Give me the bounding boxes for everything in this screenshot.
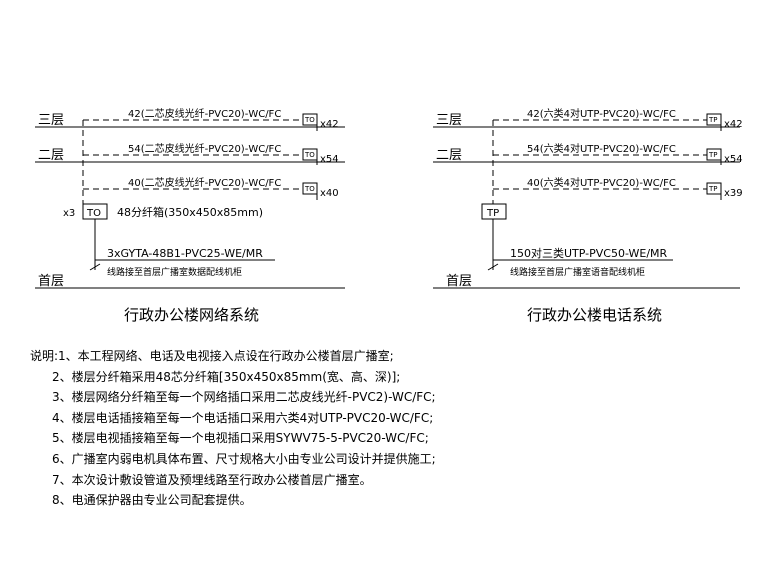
phone-cable3-label: 42(六类4对UTP-PVC20)-WC/FC	[527, 107, 676, 120]
note-row: 说明:1、本工程网络、电话及电视接入点设在行政办公楼首层广播室;	[30, 346, 436, 367]
network-floor1-label: 首层	[38, 274, 64, 289]
network-box-desc: 48分纤箱(350x450x85mm)	[117, 205, 263, 219]
phone-floor1-label: 首层	[446, 274, 472, 289]
note-row: 7、本次设计敷设管道及预埋线路至行政办公楼首层广播室。	[30, 470, 436, 491]
network-count3: x42	[320, 119, 339, 130]
network-count2: x54	[320, 154, 339, 165]
network-outlet3-code: TO	[304, 116, 315, 124]
network-box-code: TO	[86, 208, 101, 219]
note-item: 1、本工程网络、电话及电视接入点设在行政办公楼首层广播室;	[58, 349, 394, 363]
design-notes: 说明:1、本工程网络、电话及电视接入点设在行政办公楼首层广播室; 2、楼层分纤箱…	[30, 346, 436, 511]
network-text: 三层 二层 首层 42(二芯皮线光纤-PVC20)-WC/FC 54(二芯皮线光…	[38, 107, 339, 324]
phone-text: 三层 二层 首层 42(六类4对UTP-PVC20)-WC/FC 54(六类4对…	[436, 107, 743, 324]
network-floor3-label: 三层	[38, 113, 64, 128]
phone-floor3-label: 三层	[436, 113, 462, 128]
network-title: 行政办公楼网络系统	[124, 306, 259, 324]
phone-box-code: TP	[486, 208, 499, 219]
network-diagram	[35, 113, 345, 289]
network-floor2-label: 二层	[38, 148, 64, 163]
network-count1: x40	[320, 188, 339, 199]
phone-count2: x54	[724, 154, 743, 165]
note-item: 5、楼层电视插接箱至每一个电视插口采用SYWV75-5-PVC20-WC/FC;	[52, 431, 429, 446]
phone-cable1-label: 40(六类4对UTP-PVC20)-WC/FC	[527, 176, 676, 189]
network-outlet2-code: TO	[304, 151, 315, 159]
distribution-box	[481, 203, 507, 220]
note-item: 6、广播室内弱电机具体布置、尺寸规格大小由专业公司设计并提供施工;	[52, 451, 436, 466]
phone-floor2-label: 二层	[436, 148, 462, 163]
network-cable1-label: 40(二芯皮线光纤-PVC20)-WC/FC	[128, 176, 281, 189]
phone-count1: x39	[724, 188, 743, 199]
network-cable3-label: 42(二芯皮线光纤-PVC20)-WC/FC	[128, 107, 281, 120]
note-item: 7、本次设计敷设管道及预埋线路至行政办公楼首层广播室。	[52, 472, 372, 487]
notes-prefix: 说明:	[30, 349, 59, 363]
phone-outlet3-code: TP	[708, 116, 718, 124]
phone-title: 行政办公楼电话系统	[527, 306, 662, 324]
trunk-arrow	[89, 263, 101, 271]
network-trunk-cable: 3xGYTA-48B1-PVC25-WE/MR	[107, 247, 263, 260]
note-item: 4、楼层电话插接箱至每一个电话插口采用六类4对UTP-PVC20-WC/FC;	[52, 410, 434, 425]
phone-cable2-label: 54(六类4对UTP-PVC20)-WC/FC	[527, 142, 676, 155]
note-row: 3、楼层网络分纤箱至每一个网络插口采用二芯皮线光纤-PVC2)-WC/FC;	[30, 387, 436, 408]
network-trunk-note: 线路接至首层广播室数据配线机柜	[107, 266, 242, 278]
note-item: 8、电通保护器由专业公司配套提供。	[52, 493, 252, 508]
network-box-multiplier: x3	[63, 208, 75, 219]
note-row: 5、楼层电视插接箱至每一个电视插口采用SYWV75-5-PVC20-WC/FC;	[30, 428, 436, 449]
note-item: 3、楼层网络分纤箱至每一个网络插口采用二芯皮线光纤-PVC2)-WC/FC;	[52, 390, 436, 405]
network-cable2-label: 54(二芯皮线光纤-PVC20)-WC/FC	[128, 142, 281, 155]
phone-outlet2-code: TP	[708, 151, 718, 159]
note-row: 2、楼层分纤箱采用48芯分纤箱[350x450x85mm(宽、高、深)];	[30, 367, 436, 388]
note-row: 6、广播室内弱电机具体布置、尺寸规格大小由专业公司设计并提供施工;	[30, 449, 436, 470]
trunk-arrow	[487, 263, 499, 271]
phone-outlet1-code: TP	[708, 185, 718, 193]
note-row: 4、楼层电话插接箱至每一个电话插口采用六类4对UTP-PVC20-WC/FC;	[30, 408, 436, 429]
phone-count3: x42	[724, 119, 743, 130]
note-row: 8、电通保护器由专业公司配套提供。	[30, 490, 436, 511]
phone-diagram	[433, 113, 740, 289]
note-item: 2、楼层分纤箱采用48芯分纤箱[350x450x85mm(宽、高、深)];	[52, 369, 401, 384]
network-outlet1-code: TO	[304, 185, 315, 193]
phone-trunk-cable: 150对三类UTP-PVC50-WE/MR	[510, 246, 668, 260]
phone-trunk-note: 线路接至首层广播室语音配线机柜	[510, 266, 645, 278]
